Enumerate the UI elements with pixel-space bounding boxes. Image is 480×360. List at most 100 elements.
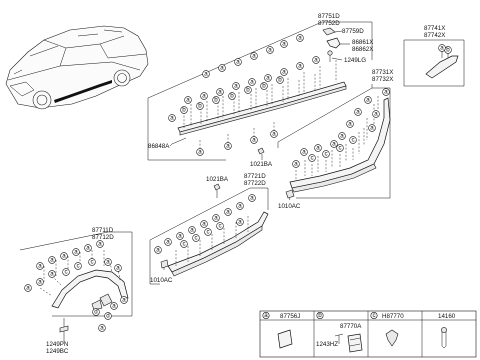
svg-text:a: a (266, 75, 270, 82)
svg-text:c: c (372, 312, 375, 319)
callout-a: a (372, 110, 380, 118)
callout-c: c (216, 222, 224, 230)
svg-text:b: b (198, 103, 202, 110)
svg-text:a: a (250, 79, 254, 86)
svg-text:a: a (332, 141, 336, 148)
callout-c: c (322, 150, 330, 158)
label-1010AC-rear: 1010AC (278, 203, 301, 210)
clip-icon-87756J (277, 329, 293, 349)
callout-a: a (48, 256, 56, 264)
svg-text:a: a (62, 253, 66, 260)
label-1021BA-rear: 1021BA (250, 161, 273, 168)
clip-1021ba (213, 147, 265, 198)
callout-a: a (36, 278, 44, 286)
callout-a: a (184, 96, 192, 104)
callout-a: a (200, 220, 208, 228)
callout-a: a (270, 130, 278, 138)
svg-text:a: a (190, 227, 194, 234)
rear-corner-molding (403, 39, 465, 87)
callout-a: a (196, 148, 204, 156)
svg-text:a: a (238, 203, 242, 210)
label-87712D: 87712D (92, 234, 114, 241)
callout-a: a (218, 64, 226, 72)
label-86862X: 86862X (352, 46, 373, 53)
callout-a: a (120, 296, 128, 304)
svg-text:a: a (156, 247, 160, 254)
label-86848A: 86848A (148, 143, 170, 150)
svg-text:a: a (374, 111, 378, 118)
svg-text:b: b (446, 47, 450, 54)
svg-text:a: a (282, 69, 286, 76)
svg-text:a: a (202, 93, 206, 100)
svg-text:a: a (220, 65, 224, 72)
callout-a: a (96, 240, 104, 248)
side-sill-molding-group (147, 21, 373, 161)
svg-text:a: a (282, 41, 286, 48)
callout-c: c (204, 228, 212, 236)
svg-text:a: a (166, 239, 170, 246)
label-1021BA-front: 1021BA (206, 176, 229, 183)
svg-text:a: a (234, 83, 238, 90)
svg-text:a: a (122, 297, 126, 304)
svg-text:c: c (338, 145, 341, 152)
callout-a: a (212, 214, 220, 222)
callout-a: a (216, 88, 224, 96)
svg-text:a: a (226, 209, 230, 216)
label-87752D: 87752D (318, 20, 340, 27)
svg-text:c: c (324, 151, 327, 158)
legend-part-14160: 14160 (438, 313, 456, 320)
svg-text:a: a (26, 285, 30, 292)
callout-a: a (200, 92, 208, 100)
svg-text:a: a (298, 35, 302, 42)
callout-a: a (104, 258, 112, 266)
svg-text:a: a (370, 125, 374, 132)
callout-c: c (349, 136, 357, 144)
callout-a: a (368, 124, 376, 132)
svg-text:b: b (262, 83, 266, 90)
label-87742X: 87742X (424, 32, 445, 39)
callout-a: a (234, 58, 242, 66)
svg-text:a: a (100, 325, 104, 332)
callout-a: a (250, 52, 258, 60)
callout-a: a (114, 264, 122, 272)
callout-markers: a a a a a a a a a a a a a a a a a b b b … (24, 34, 452, 332)
svg-text:c: c (194, 235, 197, 242)
label-1249LG: 1249LG (344, 57, 366, 64)
callout-a: a (188, 226, 196, 234)
callout-a: a (364, 96, 372, 104)
callout-a: a (330, 140, 338, 148)
label-87711D: 87711D (92, 227, 114, 234)
front-door-molding-group (149, 187, 269, 285)
callout-a: a (264, 74, 272, 82)
svg-text:a: a (252, 137, 256, 144)
callout-a: a (248, 78, 256, 86)
legend-key-c: c (370, 311, 378, 319)
svg-text:a: a (298, 63, 302, 70)
svg-text:a: a (38, 263, 42, 270)
svg-text:c: c (206, 229, 209, 236)
svg-text:a: a (314, 57, 318, 64)
vehicle-illustration (5, 25, 149, 110)
svg-text:c: c (218, 223, 221, 230)
bracket-icon-87770A (347, 333, 363, 353)
callout-a: a (232, 82, 240, 90)
label-1010AC-front: 1010AC (150, 277, 173, 284)
callout-a: a (382, 88, 390, 96)
callout-c: c (180, 240, 188, 248)
svg-text:a: a (186, 97, 190, 104)
callout-d: d (104, 312, 112, 320)
callout-c: c (62, 268, 70, 276)
callout-a: a (236, 218, 244, 226)
callout-a: a (202, 70, 210, 78)
svg-text:c: c (351, 137, 354, 144)
svg-text:a: a (268, 47, 272, 54)
callout-a: a (236, 202, 244, 210)
label-87741X: 87741X (424, 25, 445, 32)
svg-text:a: a (302, 149, 306, 156)
callout-a: a (110, 302, 118, 310)
callout-a: a (84, 244, 92, 252)
svg-text:b: b (318, 312, 322, 319)
callout-a: a (354, 108, 362, 116)
legend-part-87770A: 87770A (340, 323, 362, 330)
callout-a: a (224, 142, 232, 150)
